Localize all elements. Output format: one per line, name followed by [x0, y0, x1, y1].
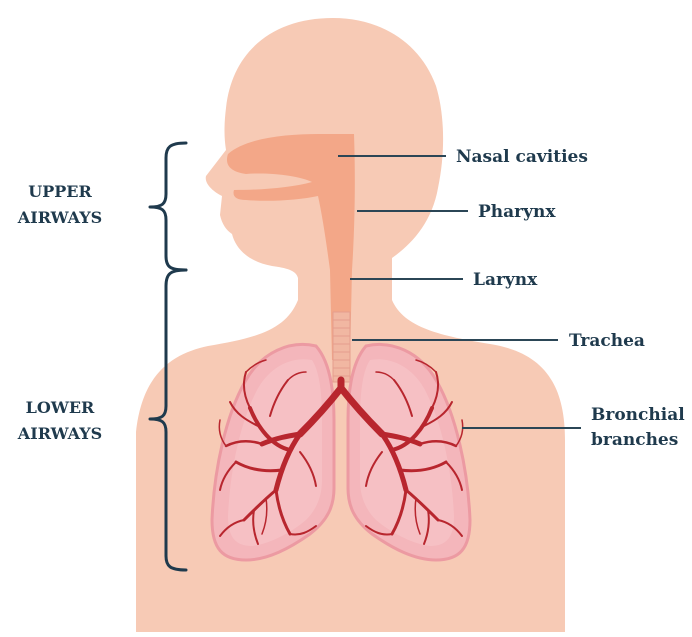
- bronchial-branches-label-line1: Bronchial: [591, 405, 685, 425]
- trachea-label: Trachea: [569, 331, 645, 351]
- lower-airways-line2: AIRWAYS: [17, 424, 102, 443]
- bronchial-branches-label-line2: branches: [591, 430, 678, 450]
- upper-airways-label: UPPER AIRWAYS: [17, 182, 102, 227]
- upper-airways-line1: UPPER: [28, 182, 92, 201]
- upper-airways-bracket: [150, 143, 186, 270]
- trachea-tube: [333, 312, 350, 382]
- nasal-cavities-label: Nasal cavities: [456, 147, 588, 167]
- lower-airways-line1: LOWER: [26, 398, 95, 417]
- lower-airways-label: LOWER AIRWAYS: [17, 398, 102, 443]
- pharynx-label: Pharynx: [478, 202, 556, 222]
- upper-airways-line2: AIRWAYS: [17, 208, 102, 227]
- larynx-label: Larynx: [473, 270, 538, 290]
